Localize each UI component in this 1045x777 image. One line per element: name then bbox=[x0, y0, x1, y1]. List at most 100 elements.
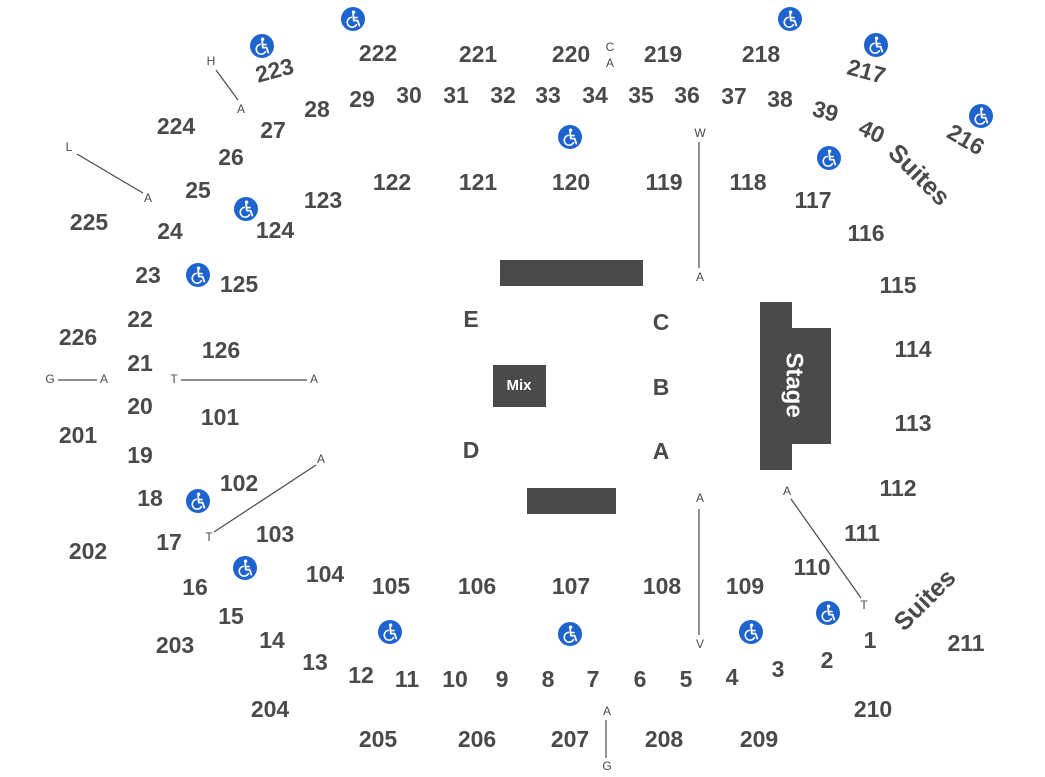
section-109[interactable]: 109 bbox=[726, 573, 764, 599]
section-218[interactable]: 218 bbox=[742, 41, 781, 67]
suite-37[interactable]: 37 bbox=[721, 83, 747, 109]
suite-30[interactable]: 30 bbox=[396, 82, 422, 108]
suite-32[interactable]: 32 bbox=[490, 82, 516, 108]
section-203[interactable]: 203 bbox=[156, 632, 194, 658]
section-217[interactable]: 217 bbox=[845, 54, 889, 89]
suite-19[interactable]: 19 bbox=[127, 442, 153, 468]
section-223[interactable]: 223 bbox=[253, 53, 297, 88]
suite-5[interactable]: 5 bbox=[680, 666, 693, 692]
suite-26[interactable]: 26 bbox=[218, 144, 244, 170]
suite-20[interactable]: 20 bbox=[127, 393, 153, 419]
suite-21[interactable]: 21 bbox=[127, 350, 153, 376]
section-209[interactable]: 209 bbox=[740, 726, 778, 752]
section-104[interactable]: 104 bbox=[306, 561, 345, 587]
row-marker: A bbox=[144, 191, 152, 205]
suite-18[interactable]: 18 bbox=[137, 485, 163, 511]
section-201[interactable]: 201 bbox=[59, 422, 98, 448]
section-123[interactable]: 123 bbox=[304, 187, 342, 213]
section-126[interactable]: 126 bbox=[202, 337, 240, 363]
floor-section-c[interactable]: C bbox=[653, 309, 670, 335]
section-224[interactable]: 224 bbox=[157, 113, 196, 139]
suite-35[interactable]: 35 bbox=[628, 82, 654, 108]
section-125[interactable]: 125 bbox=[220, 271, 259, 297]
row-marker: T bbox=[170, 372, 178, 386]
section-206[interactable]: 206 bbox=[458, 726, 496, 752]
section-106[interactable]: 106 bbox=[458, 573, 496, 599]
floor-section-e[interactable]: E bbox=[463, 306, 478, 332]
suite-9[interactable]: 9 bbox=[496, 666, 509, 692]
suite-12[interactable]: 12 bbox=[348, 662, 374, 688]
wheelchair-icon bbox=[232, 555, 258, 581]
section-103[interactable]: 103 bbox=[256, 521, 294, 547]
floor-section-b[interactable]: B bbox=[653, 374, 670, 400]
section-113[interactable]: 113 bbox=[894, 410, 931, 436]
suite-2[interactable]: 2 bbox=[821, 647, 834, 673]
suite-1[interactable]: 1 bbox=[864, 627, 877, 653]
section-116[interactable]: 116 bbox=[847, 220, 884, 246]
suite-4[interactable]: 4 bbox=[726, 664, 739, 690]
suite-14[interactable]: 14 bbox=[259, 627, 285, 653]
section-107[interactable]: 107 bbox=[552, 573, 590, 599]
suite-40[interactable]: 40 bbox=[855, 114, 889, 148]
section-120[interactable]: 120 bbox=[552, 169, 590, 195]
section-124[interactable]: 124 bbox=[256, 217, 295, 243]
section-114[interactable]: 114 bbox=[894, 336, 931, 362]
suite-6[interactable]: 6 bbox=[634, 666, 647, 692]
section-108[interactable]: 108 bbox=[643, 573, 682, 599]
wheelchair-icon bbox=[863, 32, 889, 58]
suite-39[interactable]: 39 bbox=[810, 95, 841, 127]
suite-13[interactable]: 13 bbox=[302, 649, 328, 675]
section-220[interactable]: 220 bbox=[552, 41, 590, 67]
section-119[interactable]: 119 bbox=[645, 169, 682, 195]
floor-section-a[interactable]: A bbox=[653, 438, 670, 464]
suite-16[interactable]: 16 bbox=[182, 574, 208, 600]
section-115[interactable]: 115 bbox=[879, 272, 916, 298]
section-226[interactable]: 226 bbox=[59, 324, 97, 350]
section-225[interactable]: 225 bbox=[70, 209, 109, 235]
suite-7[interactable]: 7 bbox=[587, 666, 600, 692]
section-205[interactable]: 205 bbox=[359, 726, 398, 752]
section-221[interactable]: 221 bbox=[459, 41, 498, 67]
suite-17[interactable]: 17 bbox=[156, 529, 182, 555]
suite-22[interactable]: 22 bbox=[127, 306, 153, 332]
section-118[interactable]: 118 bbox=[729, 169, 766, 195]
section-219[interactable]: 219 bbox=[644, 41, 682, 67]
suite-28[interactable]: 28 bbox=[304, 96, 330, 122]
suite-36[interactable]: 36 bbox=[674, 82, 700, 108]
wheelchair-icon bbox=[233, 196, 259, 222]
section-105[interactable]: 105 bbox=[372, 573, 411, 599]
section-111[interactable]: 111 bbox=[844, 520, 880, 546]
suite-38[interactable]: 38 bbox=[767, 86, 793, 112]
section-117[interactable]: 117 bbox=[794, 187, 831, 213]
mix-booth bbox=[493, 365, 546, 407]
row-marker: C bbox=[606, 40, 615, 54]
section-122[interactable]: 122 bbox=[373, 169, 411, 195]
section-207[interactable]: 207 bbox=[551, 726, 589, 752]
suite-3[interactable]: 3 bbox=[772, 656, 785, 682]
section-202[interactable]: 202 bbox=[69, 538, 107, 564]
suite-31[interactable]: 31 bbox=[443, 82, 469, 108]
floor-section-d[interactable]: D bbox=[463, 437, 480, 463]
suite-10[interactable]: 10 bbox=[442, 666, 468, 692]
section-211[interactable]: 211 bbox=[947, 630, 984, 656]
section-210[interactable]: 210 bbox=[854, 696, 892, 722]
section-208[interactable]: 208 bbox=[645, 726, 684, 752]
section-110[interactable]: 110 bbox=[793, 554, 830, 580]
section-204[interactable]: 204 bbox=[251, 696, 290, 722]
suite-15[interactable]: 15 bbox=[218, 603, 244, 629]
section-222[interactable]: 222 bbox=[359, 40, 397, 66]
suite-23[interactable]: 23 bbox=[135, 262, 161, 288]
suite-24[interactable]: 24 bbox=[157, 218, 183, 244]
suite-8[interactable]: 8 bbox=[542, 666, 555, 692]
suite-34[interactable]: 34 bbox=[582, 82, 608, 108]
wheelchair-icon bbox=[557, 124, 583, 150]
section-112[interactable]: 112 bbox=[879, 475, 916, 501]
suite-11[interactable]: 11 bbox=[395, 666, 420, 692]
suite-27[interactable]: 27 bbox=[260, 117, 286, 143]
suite-29[interactable]: 29 bbox=[349, 86, 375, 112]
suite-33[interactable]: 33 bbox=[535, 82, 561, 108]
suite-25[interactable]: 25 bbox=[185, 177, 211, 203]
section-121[interactable]: 121 bbox=[459, 169, 498, 195]
section-101[interactable]: 101 bbox=[201, 404, 240, 430]
section-102[interactable]: 102 bbox=[220, 470, 258, 496]
